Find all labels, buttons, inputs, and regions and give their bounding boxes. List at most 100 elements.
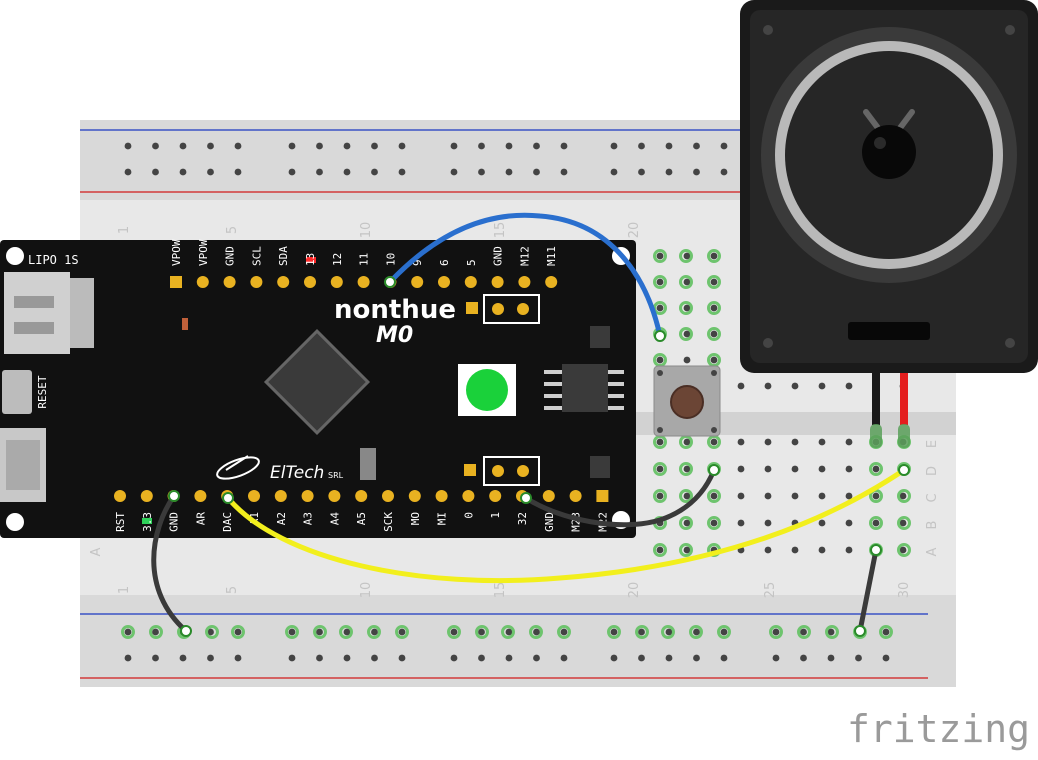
rail-hole[interactable] (505, 628, 513, 636)
header-pin-13[interactable] (304, 276, 316, 288)
rail-hole[interactable] (693, 654, 700, 662)
terminal-hole[interactable] (737, 465, 745, 473)
rail-hole[interactable] (316, 142, 323, 150)
terminal-hole[interactable] (710, 252, 718, 260)
terminal-hole[interactable] (656, 492, 664, 500)
rail-hole[interactable] (371, 168, 378, 176)
rail-hole[interactable] (665, 168, 673, 176)
rail-hole[interactable] (638, 628, 645, 636)
terminal-hole[interactable] (764, 382, 772, 390)
wire-black-gnd-rail[interactable] (151, 493, 189, 634)
rail-hole[interactable] (693, 168, 700, 176)
rail-hole[interactable] (288, 628, 296, 636)
rail-hole[interactable] (638, 168, 645, 176)
terminal-hole[interactable] (818, 492, 826, 500)
rail-hole[interactable] (693, 142, 700, 150)
rail-hole[interactable] (665, 142, 673, 150)
rail-hole[interactable] (152, 142, 159, 150)
rail-hole[interactable] (179, 654, 187, 662)
rail-hole[interactable] (207, 168, 214, 176)
terminal-hole[interactable] (845, 438, 853, 446)
terminal-hole[interactable] (683, 546, 691, 554)
rail-hole[interactable] (610, 168, 618, 176)
rail-hole[interactable] (450, 168, 458, 176)
rail-hole[interactable] (720, 654, 728, 662)
header-pin-m12[interactable] (518, 276, 531, 288)
rail-hole[interactable] (610, 654, 618, 662)
terminal-hole[interactable] (818, 519, 826, 527)
terminal-hole[interactable] (845, 546, 853, 554)
terminal-hole[interactable] (737, 492, 745, 500)
rail-hole[interactable] (560, 654, 568, 662)
rail-hole[interactable] (124, 142, 132, 150)
rail-hole[interactable] (398, 628, 406, 636)
terminal-hole[interactable] (710, 304, 718, 312)
terminal-hole[interactable] (710, 438, 718, 446)
header-pin-a2[interactable] (274, 490, 287, 502)
rail-hole[interactable] (234, 142, 242, 150)
rail-hole[interactable] (316, 628, 323, 636)
rail-hole[interactable] (665, 628, 673, 636)
rail-hole[interactable] (343, 628, 351, 636)
rail-hole[interactable] (124, 168, 132, 176)
rail-hole[interactable] (720, 168, 728, 176)
rail-hole[interactable] (371, 142, 378, 150)
terminal-hole[interactable] (656, 438, 664, 446)
terminal-hole[interactable] (818, 438, 826, 446)
terminal-hole[interactable] (818, 546, 826, 554)
header-pin-3.3[interactable] (140, 490, 153, 502)
rail-hole[interactable] (505, 168, 513, 176)
header-pin-gnd[interactable] (491, 276, 504, 288)
rail-hole[interactable] (478, 654, 485, 662)
terminal-hole[interactable] (764, 492, 772, 500)
terminal-hole[interactable] (845, 382, 853, 390)
rail-hole[interactable] (772, 654, 780, 662)
header-pin-sck[interactable] (382, 490, 394, 502)
terminal-hole[interactable] (683, 519, 691, 527)
terminal-hole[interactable] (764, 519, 772, 527)
header-pin-m11[interactable] (545, 276, 558, 288)
terminal-hole[interactable] (656, 252, 664, 260)
header-pin-m22[interactable] (596, 490, 609, 502)
rail-hole[interactable] (179, 168, 187, 176)
rail-hole[interactable] (478, 168, 485, 176)
terminal-hole[interactable] (656, 356, 664, 364)
rail-hole[interactable] (371, 654, 378, 662)
rail-hole[interactable] (316, 168, 323, 176)
terminal-hole[interactable] (899, 492, 907, 500)
rail-hole[interactable] (152, 628, 159, 636)
terminal-hole[interactable] (710, 278, 718, 286)
terminal-hole[interactable] (710, 519, 718, 527)
wire-black-speaker-rail[interactable] (857, 547, 879, 634)
terminal-hole[interactable] (845, 519, 853, 527)
rail-hole[interactable] (234, 168, 242, 176)
terminal-hole[interactable] (737, 382, 745, 390)
header-pin-11[interactable] (357, 276, 370, 288)
rail-hole[interactable] (288, 654, 296, 662)
terminal-hole[interactable] (872, 492, 880, 500)
rail-hole[interactable] (720, 628, 728, 636)
header-pin-m23[interactable] (569, 490, 582, 502)
pushbutton-icon[interactable] (653, 365, 721, 437)
terminal-hole[interactable] (818, 382, 826, 390)
rail-hole[interactable] (693, 628, 700, 636)
rail-hole[interactable] (152, 654, 159, 662)
terminal-hole[interactable] (791, 382, 799, 390)
rail-hole[interactable] (288, 168, 296, 176)
wire-yellow-dac-speaker[interactable] (225, 467, 907, 584)
terminal-hole[interactable] (899, 546, 907, 554)
rail-hole[interactable] (450, 654, 458, 662)
rail-hole[interactable] (234, 654, 242, 662)
terminal-hole[interactable] (737, 519, 745, 527)
rail-hole[interactable] (343, 168, 351, 176)
rail-hole[interactable] (179, 142, 187, 150)
speaker-icon[interactable] (740, 0, 1038, 448)
rail-hole[interactable] (450, 142, 458, 150)
header-pin-12[interactable] (330, 276, 343, 288)
rail-hole[interactable] (533, 168, 540, 176)
terminal-hole[interactable] (791, 492, 799, 500)
header-pin-rst[interactable] (114, 490, 126, 502)
header-pin-sda[interactable] (277, 276, 290, 288)
rail-hole[interactable] (560, 142, 568, 150)
rail-hole[interactable] (827, 628, 835, 636)
